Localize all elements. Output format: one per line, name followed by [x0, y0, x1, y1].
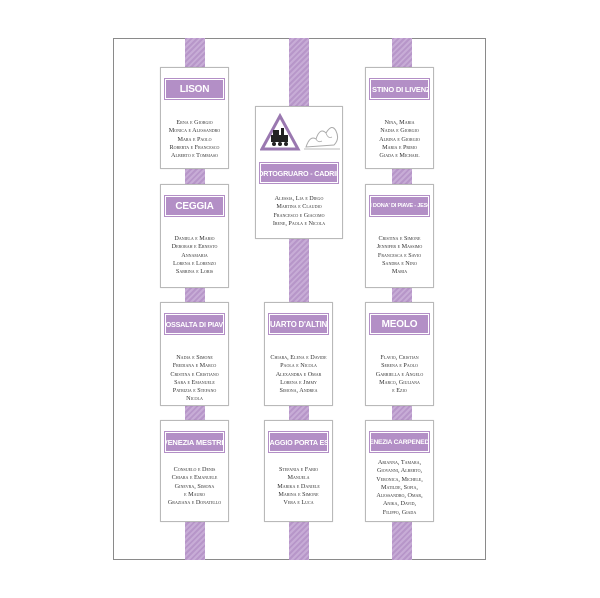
guest-list: Alessia, Lia e Diego Martina e Claudio F…	[258, 195, 340, 228]
table-name: QUARTO D'ALTINO	[268, 313, 329, 335]
guest-line: Stefania e Fabio	[278, 466, 318, 473]
guest-line: Cristina e Cristiano	[170, 370, 219, 378]
table-name: MEOLO	[369, 313, 430, 335]
guest-line: Irene, Paola e Nicola	[272, 219, 326, 227]
table-card-gaggio-porta-est: GAGGIO PORTA EST Stefania e Fabio Manuel…	[264, 420, 333, 522]
guest-line: e Mauro	[184, 490, 205, 498]
train-crossing-icon	[259, 112, 340, 151]
guest-list: Nina, Maria Nadia e Giorgio Albina e Gio…	[368, 119, 431, 160]
train-sign-illustration	[259, 112, 342, 153]
guest-line: Matilde, Sofia,	[381, 483, 418, 491]
guest-line: Patrizia e Stefano	[172, 387, 217, 395]
table-name: VENEZIA MESTRE	[164, 431, 225, 453]
guest-line: Jennifer e Massimo	[376, 243, 423, 251]
guest-line: Maria	[391, 268, 408, 276]
guest-line: Alessandro, Omar,	[376, 492, 423, 500]
guest-line: Sandra e Nino	[382, 259, 417, 267]
guest-line: Cristina e Simone	[378, 235, 421, 242]
guest-line: Erna e Giorgio	[176, 119, 213, 126]
table-card-venezia-mestre: VENEZIA MESTRE Consuelo e Denis Chiara e…	[160, 420, 229, 522]
guest-line: e Ezio	[392, 387, 407, 395]
guest-line: Graziana e Donatello	[167, 499, 222, 507]
table-name: PORTOGRUARO - CADRILE	[259, 162, 339, 184]
guest-line: Nina, Maria	[384, 119, 415, 126]
guest-list: Nadia e Simone Frediana e Marco Cristina…	[163, 354, 226, 404]
guest-line: Lorena e Lorenzo	[172, 259, 217, 267]
table-card-portogruaro-cadrile: PORTOGRUARO - CADRILE Alessia, Lia e Die…	[255, 106, 343, 239]
guest-list: Chiara, Elena e Davide Paola e Nicola Al…	[267, 354, 330, 395]
guest-list: Arianna, Tamara, Giovanni, Alberto, Vero…	[368, 459, 431, 517]
guest-line: Marika e Daniele	[277, 482, 320, 490]
guest-line: Annamaria	[181, 251, 208, 259]
guest-line: Giada e Michael	[379, 152, 420, 160]
guest-line: Alexandra e Omar	[275, 370, 322, 378]
table-name: VENEZIA CARPENEDO	[369, 431, 430, 453]
guest-line: Alberto e Tommaso	[171, 152, 218, 160]
table-card-san-dona-di-piave-jesolo: SAN DONA' DI PIAVE - JESOLO Cristina e S…	[365, 184, 434, 288]
table-name: LISON	[164, 78, 225, 100]
guest-line: Chiara, Elena e Davide	[270, 354, 327, 361]
guest-line: Consuelo e Denis	[173, 466, 216, 473]
guest-line: Deborah e Ernesto	[171, 243, 218, 251]
guest-line: Albina e Giorgio	[379, 135, 420, 143]
guest-line: Giovanni, Alberto,	[376, 467, 423, 475]
guest-line: Monica e Alessandro	[168, 127, 221, 135]
guest-list: Cristina e Simone Jennifer e Massimo Fra…	[368, 235, 431, 276]
table-card-s-stino-di-livenza: S. STINO DI LIVENZA Nina, Maria Nadia e …	[365, 67, 434, 169]
guest-line: Manuela	[287, 474, 310, 482]
guest-line: Alessia, Lia e Diego	[274, 195, 324, 202]
guest-line: Daniela e Mario	[174, 235, 215, 242]
table-card-ceggia: CEGGIA Daniela e Mario Deborah e Ernesto…	[160, 184, 229, 288]
guest-line: Marco, Giuliana	[379, 378, 420, 386]
guest-list: Stefania e Fabio Manuela Marika e Daniel…	[267, 466, 330, 507]
guest-list: Flavio, Cristian Serena e Paolo Gabriell…	[368, 354, 431, 395]
guest-list: Daniela e Mario Deborah e Ernesto Annama…	[163, 235, 226, 276]
table-name: GAGGIO PORTA EST	[268, 431, 329, 453]
guest-line: Arianna, Tamara,	[377, 459, 422, 466]
table-card-meolo: MEOLO Flavio, Cristian Serena e Paolo Ga…	[365, 302, 434, 406]
guest-line: Nadia e Simone	[176, 354, 213, 361]
guest-list: Erna e Giorgio Monica e Alessandro Mara …	[163, 119, 226, 160]
table-card-fossalta-di-piave: FOSSALTA DI PIAVE Nadia e Simone Fredian…	[160, 302, 229, 406]
table-name: SAN DONA' DI PIAVE - JESOLO	[369, 195, 430, 217]
guest-line: Francesca e Savio	[377, 251, 422, 259]
guest-line: Martina e Claudio	[276, 203, 322, 211]
guest-line: Sara e Emanuele	[174, 378, 215, 386]
guest-line: Frediana e Marco	[172, 362, 217, 370]
guest-line: Maria e Primo	[382, 143, 417, 151]
guest-line: Gabriella e Angelo	[375, 370, 424, 378]
table-card-lison: LISON Erna e Giorgio Monica e Alessandro…	[160, 67, 229, 169]
guest-line: Marina e Simone	[278, 490, 319, 498]
guest-line: Francesco e Giacomo	[273, 211, 325, 219]
table-name: FOSSALTA DI PIAVE	[164, 313, 225, 335]
guest-list: Consuelo e Denis Chiara e Emanuele Ginev…	[163, 466, 226, 507]
guest-line: Roberta e Francesco	[169, 143, 220, 151]
guest-line: Vera e Luca	[283, 499, 314, 507]
table-name: CEGGIA	[164, 195, 225, 217]
guest-line: Veronica, Michele,	[376, 475, 423, 483]
guest-line: Ginevra, Simona	[174, 482, 215, 490]
guest-line: Nadia e Giorgio	[380, 127, 419, 135]
guest-line: Serena e Paolo	[381, 362, 418, 370]
table-name: S. STINO DI LIVENZA	[369, 78, 430, 100]
guest-line: Mara e Paolo	[177, 135, 212, 143]
guest-line: Lorena e Jimmy	[280, 378, 317, 386]
guest-line: Anika, David,	[382, 500, 417, 508]
guest-line: Chiara e Emanuele	[171, 474, 218, 482]
table-card-quarto-daltino: QUARTO D'ALTINO Chiara, Elena e Davide P…	[264, 302, 333, 406]
guest-line: Paola e Nicola	[280, 362, 317, 370]
table-card-venezia-carpenedo: VENEZIA CARPENEDO Arianna, Tamara, Giova…	[365, 420, 434, 522]
guest-line: Simona, Andrea	[279, 387, 318, 395]
guest-line: Filippo, Giada	[382, 508, 417, 516]
guest-line: Flavio, Cristian	[380, 354, 419, 361]
guest-line: Sabrina e Loris	[175, 268, 214, 276]
guest-line: Nicola	[186, 395, 203, 403]
